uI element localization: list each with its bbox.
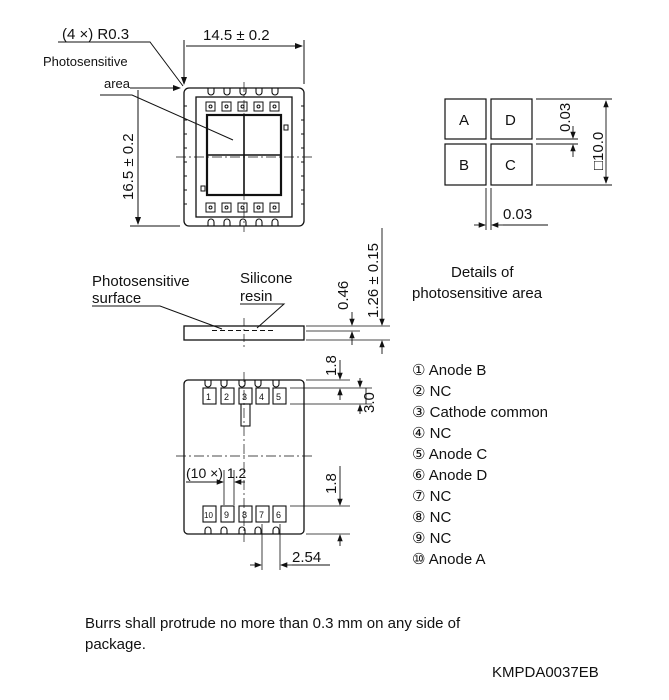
detail-cell-c-label: C <box>505 157 516 174</box>
detail-cell-c <box>490 143 533 186</box>
pin-list-item: ⑩ Anode A <box>412 551 486 568</box>
corner-radius-leader <box>58 41 184 87</box>
pin-list-item: ⑤ Anode C <box>412 446 487 463</box>
side-depth-label: 0.46 <box>335 281 352 310</box>
pin-number-7: 7 <box>259 510 264 520</box>
pin-list-item: ⑨ NC <box>412 530 451 547</box>
pin-number-1: 1 <box>206 392 211 402</box>
bottom-bottom-pin-numbers: 10 9 8 7 6 <box>204 510 281 520</box>
detail-cell-a-label: A <box>459 112 469 129</box>
area-label-line1: Photosensitive <box>43 54 128 69</box>
detail-cell-d-label: D <box>505 112 516 129</box>
bottom-top-pads <box>202 387 287 427</box>
detail-gap-h-label: 0.03 <box>503 206 532 223</box>
pin-list-item: ③ Cathode common <box>412 404 548 421</box>
drawing-code: KMPDA0037EB <box>492 664 599 681</box>
top-view <box>58 40 312 232</box>
bottom-bottom-offset-label: 1.8 <box>323 473 340 494</box>
detail-cell-a <box>444 98 487 140</box>
pin-list-item: ④ NC <box>412 425 451 442</box>
detail-gap-v-label: 0.03 <box>557 103 574 132</box>
detail-caption-line2: photosensitive area <box>412 285 543 302</box>
top-center-lines <box>176 82 312 232</box>
corner-radius-label: (4 ×) R0.3 <box>62 26 129 43</box>
pin-number-9: 9 <box>224 510 229 520</box>
detail-cell-b-label: B <box>459 157 469 174</box>
bottom-castellations <box>204 380 280 534</box>
area-label-line2: area <box>104 76 131 91</box>
pin-number-4: 4 <box>259 392 264 402</box>
side-surface-leader <box>92 305 223 330</box>
top-width-label: 14.5 ± 0.2 <box>203 27 270 44</box>
pin-list-item: ⑧ NC <box>412 509 451 526</box>
pin-list-item: ⑦ NC <box>412 488 451 505</box>
pin-number-3: 3 <box>242 392 247 402</box>
pin-list-item: ② NC <box>412 383 451 400</box>
top-height-label: 16.5 ± 0.2 <box>120 133 137 200</box>
area-leader <box>100 94 234 141</box>
bottom-top-pin-numbers: 1 2 3 4 5 <box>206 392 281 402</box>
detail-cell-d <box>490 98 533 140</box>
surface-label-line2: surface <box>92 290 141 307</box>
pin-list-item: ⑥ Anode D <box>412 467 487 484</box>
burr-note: Burrs shall protrude no more than 0.3 mm… <box>85 615 461 653</box>
bottom-top-offset-label: 1.8 <box>323 355 340 376</box>
side-resin-leader <box>240 303 286 329</box>
bottom-pad-width-label: (10 ×) 1.2 <box>186 465 247 481</box>
pin-list: ① Anode B ② NC ③ Cathode common ④ NC ⑤ A… <box>412 362 548 568</box>
pin-number-5: 5 <box>276 392 281 402</box>
side-view <box>92 228 390 354</box>
pin-number-6: 6 <box>276 510 281 520</box>
detail-caption-line1: Details of <box>451 264 514 281</box>
bottom-bottom-pads <box>202 505 287 523</box>
top-height-dimension <box>130 88 180 226</box>
bottom-pitch-label: 2.54 <box>292 549 321 566</box>
detail-cell-b <box>444 143 487 186</box>
resin-label-line2: resin <box>240 288 273 305</box>
pin-list-item: ① Anode B <box>412 362 486 379</box>
detail-view <box>444 98 612 230</box>
bottom-pad-length-label: 3.0 <box>361 392 378 413</box>
top-width-dimension <box>184 40 304 84</box>
detail-size-label: □10.0 <box>590 132 607 170</box>
top-small-pads <box>205 101 280 213</box>
pin-number-10: 10 <box>204 511 213 520</box>
side-thickness-label: 1.26 ± 0.15 <box>365 243 382 318</box>
surface-label-line1: Photosensitive <box>92 273 190 290</box>
pin-number-2: 2 <box>224 392 229 402</box>
pin-number-8: 8 <box>242 510 247 520</box>
bottom-view <box>176 360 372 570</box>
resin-label-line1: Silicone <box>240 270 293 287</box>
